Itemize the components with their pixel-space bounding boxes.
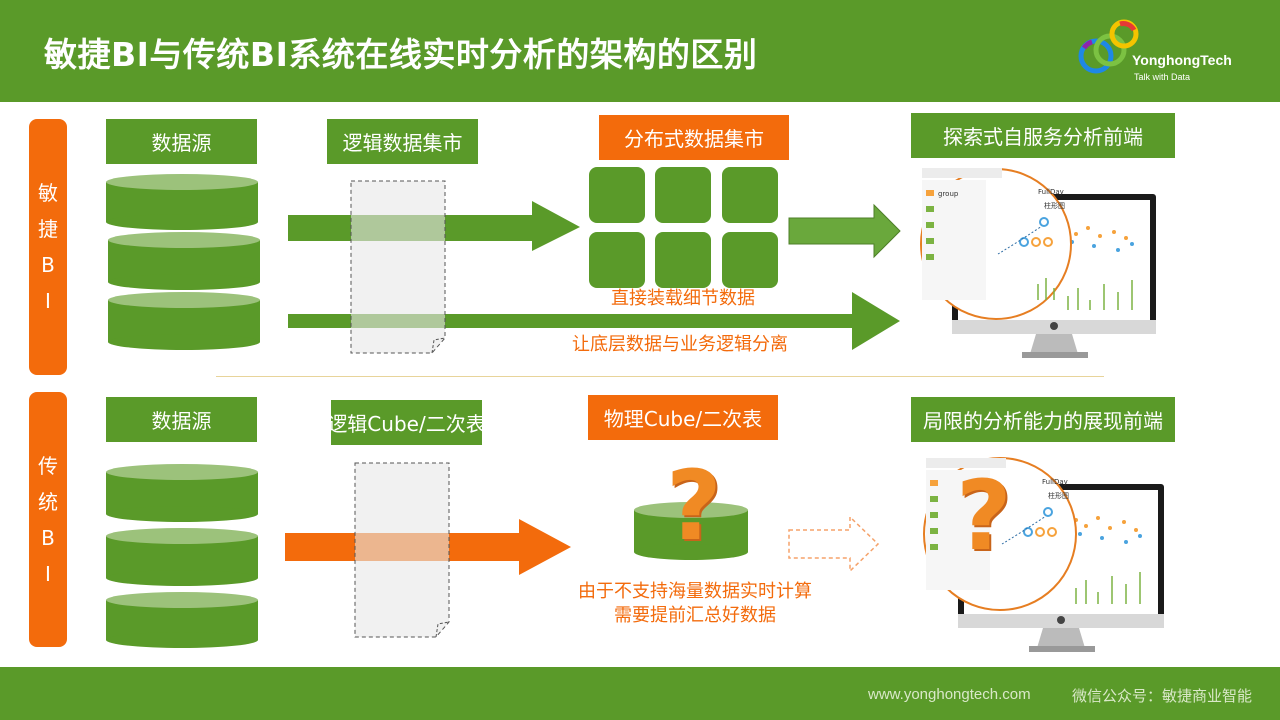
question-mark-icon: ? (666, 450, 722, 562)
agile-separate-note: 让底层数据与业务逻辑分离 (572, 334, 788, 355)
footer-url-link[interactable]: www.yonghongtech.com (868, 686, 1031, 703)
agile-frontend-label: 探索式自服务分析前端 (911, 113, 1175, 158)
footer-bar (0, 667, 1280, 720)
question-mark-icon: ? (956, 460, 1012, 572)
traditional-physical-cube-label: 物理Cube/二次表 (588, 395, 778, 440)
mart-node-block (589, 167, 645, 223)
side-char: B (41, 253, 55, 277)
screen-full-label: FullDay (1038, 188, 1064, 196)
logo-name: YonghongTech (1132, 52, 1232, 68)
agile-load-note: 直接装载细节数据 (611, 288, 755, 309)
side-char: I (45, 561, 51, 586)
yonghong-logo-icon (1078, 19, 1139, 74)
traditional-data-source-label: 数据源 (106, 397, 257, 442)
screen-tab-label: 柱形图 (1044, 201, 1065, 210)
agile-distributed-mart-label: 分布式数据集市 (599, 115, 789, 160)
agile-arrow-to-frontend-icon (288, 292, 900, 350)
traditional-bi-side-label: 传 统 B I (29, 392, 67, 647)
section-divider (216, 376, 1104, 377)
agile-mart-to-frontend-arrow-icon (788, 203, 901, 259)
traditional-dashed-arrow-icon (788, 515, 880, 573)
agile-logic-page-icon (350, 180, 446, 354)
mart-node-block (589, 232, 645, 288)
side-char: B (41, 525, 55, 550)
agile-monitor-screen-icon: group FullDay 柱形图 (920, 168, 1156, 358)
traditional-note-line1: 由于不支持海量数据实时计算 (578, 581, 812, 602)
side-char: 捷 (38, 217, 58, 241)
side-char: 统 (38, 489, 58, 514)
mart-node-block (722, 232, 778, 288)
agile-data-source-label: 数据源 (106, 119, 257, 164)
footer-wechat-text: 微信公众号：敏捷商业智能 (1072, 687, 1253, 705)
page-title: 敏捷BI与传统BI系统在线实时分析的架构的区别 (44, 35, 758, 74)
traditional-note-line2: 需要提前汇总好数据 (614, 605, 776, 626)
traditional-frontend-label: 局限的分析能力的展现前端 (911, 397, 1175, 442)
mart-node-block (655, 232, 711, 288)
logo-tagline: Talk with Data (1134, 72, 1191, 82)
header-bar (0, 0, 1280, 102)
mart-node-block (655, 167, 711, 223)
screen-full-label: FullDay (1042, 478, 1068, 486)
screen-group-label: group (938, 190, 959, 198)
side-char: 敏 (38, 181, 58, 205)
traditional-logic-page-icon (354, 462, 450, 638)
agile-bi-side-label: 敏 捷 B I (29, 119, 67, 375)
screen-tab-label: 柱形图 (1048, 491, 1069, 500)
traditional-database-stack-icon (106, 464, 258, 648)
agile-database-stack-icon (106, 174, 260, 350)
side-char: 传 (38, 453, 58, 478)
traditional-monitor-screen-icon: FullDay 柱形图 (923, 457, 1164, 652)
physical-cube-database-icon (634, 502, 748, 560)
agile-logic-mart-label: 逻辑数据集市 (327, 119, 478, 164)
traditional-logic-cube-label: 逻辑Cube/二次表 (327, 400, 486, 445)
mart-node-block (722, 167, 778, 223)
side-char: I (45, 289, 51, 313)
